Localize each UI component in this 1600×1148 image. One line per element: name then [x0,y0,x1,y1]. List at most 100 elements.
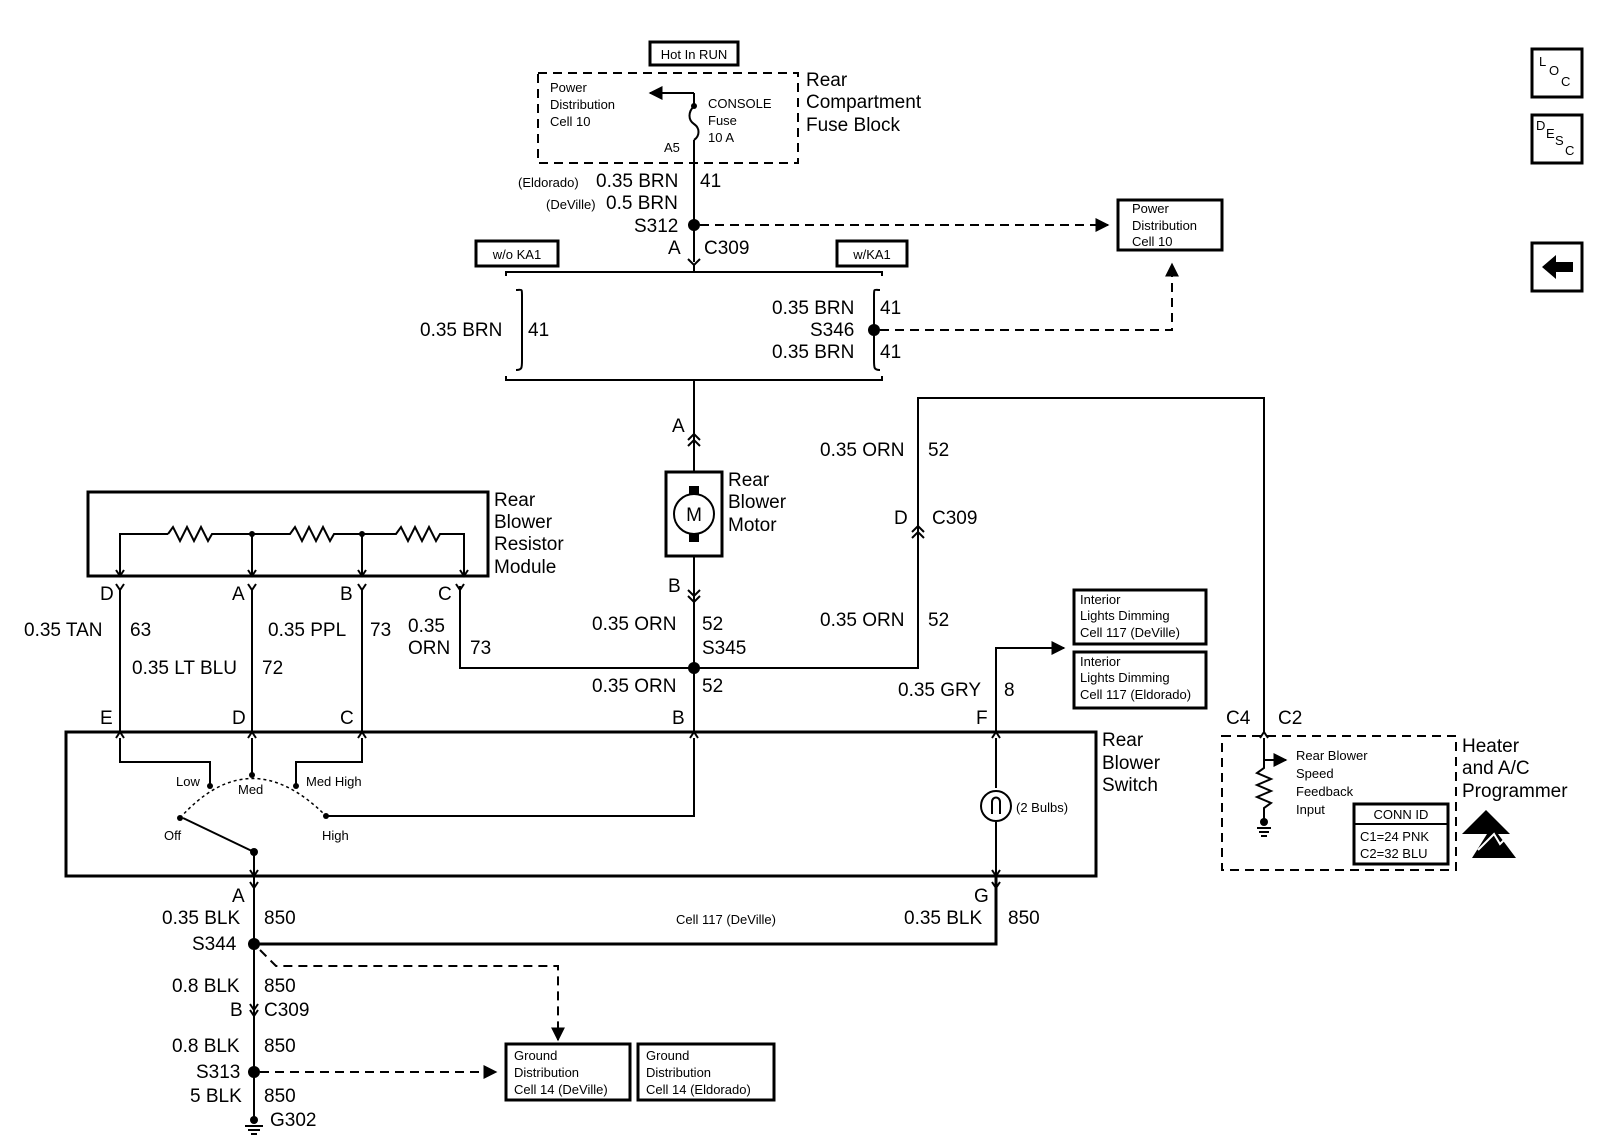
svg-text:D: D [232,708,246,729]
svg-text:0.35 PPL: 0.35 PPL [268,620,346,641]
svg-text:E: E [1546,126,1555,141]
desc-button[interactable]: D E S C [1530,113,1584,165]
loc-button[interactable]: L O C [1530,47,1584,99]
svg-text:850: 850 [264,976,296,997]
back-button[interactable] [1530,241,1584,293]
svg-text:850: 850 [264,1036,296,1057]
gry-wire [995,641,1066,732]
svg-text:B: B [230,1000,243,1021]
option-right-labels: 0.35 BRN 41 S346 0.35 BRN 41 [772,298,901,363]
svg-text:Fuse: Fuse [708,113,737,128]
svg-text:Input: Input [1296,802,1325,817]
dimming-deville-box: Interior Lights Dimming Cell 117 (DeVill… [1072,588,1208,646]
programmer-title: Heater and A/C Programmer [1462,736,1568,802]
svg-text:Off: Off [164,828,181,843]
svg-text:Distribution: Distribution [646,1065,711,1080]
svg-text:Fuse Block: Fuse Block [806,115,900,136]
svg-text:Module: Module [494,557,556,578]
svg-text:0.35 BRN: 0.35 BRN [420,320,502,341]
svg-text:850: 850 [1008,908,1040,929]
svg-text:Rear: Rear [1102,730,1144,751]
svg-text:41: 41 [700,171,721,192]
svg-text:F: F [976,708,988,729]
svg-text:Distribution: Distribution [1132,218,1197,233]
terminal-a5: A5 [664,140,680,155]
splice-s346 [868,324,880,336]
programmer-ground-icon [1257,816,1271,837]
svg-text:Distribution: Distribution [550,97,615,112]
svg-text:Interior: Interior [1080,592,1121,607]
svg-text:Lights Dimming: Lights Dimming [1080,670,1170,685]
resistor-module-title: Rear Blower Resistor Module [494,490,564,578]
hot-in-run-label: Hot In RUN [648,40,740,67]
option-left-wire-label: 0.35 BRN 41 [420,320,549,341]
svg-text:CONN ID: CONN ID [1374,807,1429,822]
svg-text:C1=24 PNK: C1=24 PNK [1360,829,1429,844]
svg-text:Blower: Blower [494,512,553,533]
svg-text:w/KA1: w/KA1 [852,247,891,262]
orn-feedback-labels: 0.35 ORN 52 D C309 0.35 ORN 52 [820,440,977,631]
svg-text:0.35 TAN: 0.35 TAN [24,620,103,641]
svg-text:0.35 BRN: 0.35 BRN [772,298,854,319]
motor-m-icon: M [686,505,702,526]
switch-pin-g: G [974,886,989,907]
programmer-c4: C4 [1226,708,1251,729]
c309-label: C309 [704,238,749,259]
svg-text:0.35 BRN: 0.35 BRN [596,171,678,192]
svg-text:Cell 117 (Eldorado): Cell 117 (Eldorado) [1080,687,1191,702]
svg-text:52: 52 [928,440,949,461]
svg-text:S346: S346 [810,320,854,341]
svg-text:0.35 LT BLU: 0.35 LT BLU [132,658,237,679]
svg-text:C: C [438,584,452,605]
motor-title: Rear Blower Motor [728,470,787,536]
svg-text:Cell 117 (DeVille): Cell 117 (DeVille) [1080,625,1180,640]
svg-text:52: 52 [928,610,949,631]
pd-cell10-box: Power Distribution Cell 10 [1116,198,1224,252]
svg-text:73: 73 [370,620,391,641]
svg-text:B: B [340,584,353,605]
svg-text:0.5 BRN: 0.5 BRN [606,193,678,214]
programmer-c2: C2 [1278,708,1302,729]
feed-wire-labels: (Eldorado) 0.35 BRN 41 (DeVille) 0.5 BRN… [518,171,721,237]
fuse-block-boundary [537,72,799,164]
svg-text:Interior: Interior [1080,654,1121,669]
motor-wire-labels: 0.35 ORN 52 S345 0.35 ORN 52 [592,614,746,697]
svg-text:High: High [322,828,349,843]
svg-text:Power: Power [550,80,588,95]
svg-text:Cell 10: Cell 10 [550,114,590,129]
svg-text:52: 52 [702,614,723,635]
programmer-boundary [1221,735,1457,871]
svg-text:(Eldorado): (Eldorado) [518,175,579,190]
resistor-module-pins: D A B C [100,584,452,605]
svg-text:63: 63 [130,620,151,641]
svg-text:0.35: 0.35 [408,616,445,637]
switch-detent-arc [179,777,327,819]
svg-text:Cell 10: Cell 10 [1132,234,1172,249]
svg-text:Feedback: Feedback [1296,784,1354,799]
resistor-2-icon [252,524,362,544]
svg-text:Lights Dimming: Lights Dimming [1080,608,1170,623]
bulbs-label: (2 Bulbs) [1016,800,1068,815]
s346-dashed-route [880,262,1179,331]
splice-s344 [248,938,260,950]
svg-text:Cell 14 (Eldorado): Cell 14 (Eldorado) [646,1082,751,1097]
svg-text:S: S [1555,133,1564,148]
bulb-icon [980,790,1012,822]
svg-text:Med: Med [238,782,263,797]
svg-text:Low: Low [176,774,200,789]
svg-text:850: 850 [264,908,296,929]
svg-text:Rear Blower: Rear Blower [1296,748,1368,763]
programmer-input-text: Rear Blower Speed Feedback Input [1296,748,1368,817]
switch-title: Rear Blower Switch [1102,730,1161,796]
svg-text:0.8 BLK: 0.8 BLK [172,976,240,997]
svg-text:72: 72 [262,658,283,679]
svg-text:Rear: Rear [806,70,848,91]
svg-text:Med High: Med High [306,774,362,789]
gry-wire-label: 0.35 GRY [898,680,981,701]
gry-circuit-label: 8 [1004,680,1015,701]
switch-wiper-icon[interactable] [182,817,255,853]
svg-text:D: D [100,584,114,605]
splice-s312 [688,219,700,231]
svg-text:E: E [100,708,113,729]
